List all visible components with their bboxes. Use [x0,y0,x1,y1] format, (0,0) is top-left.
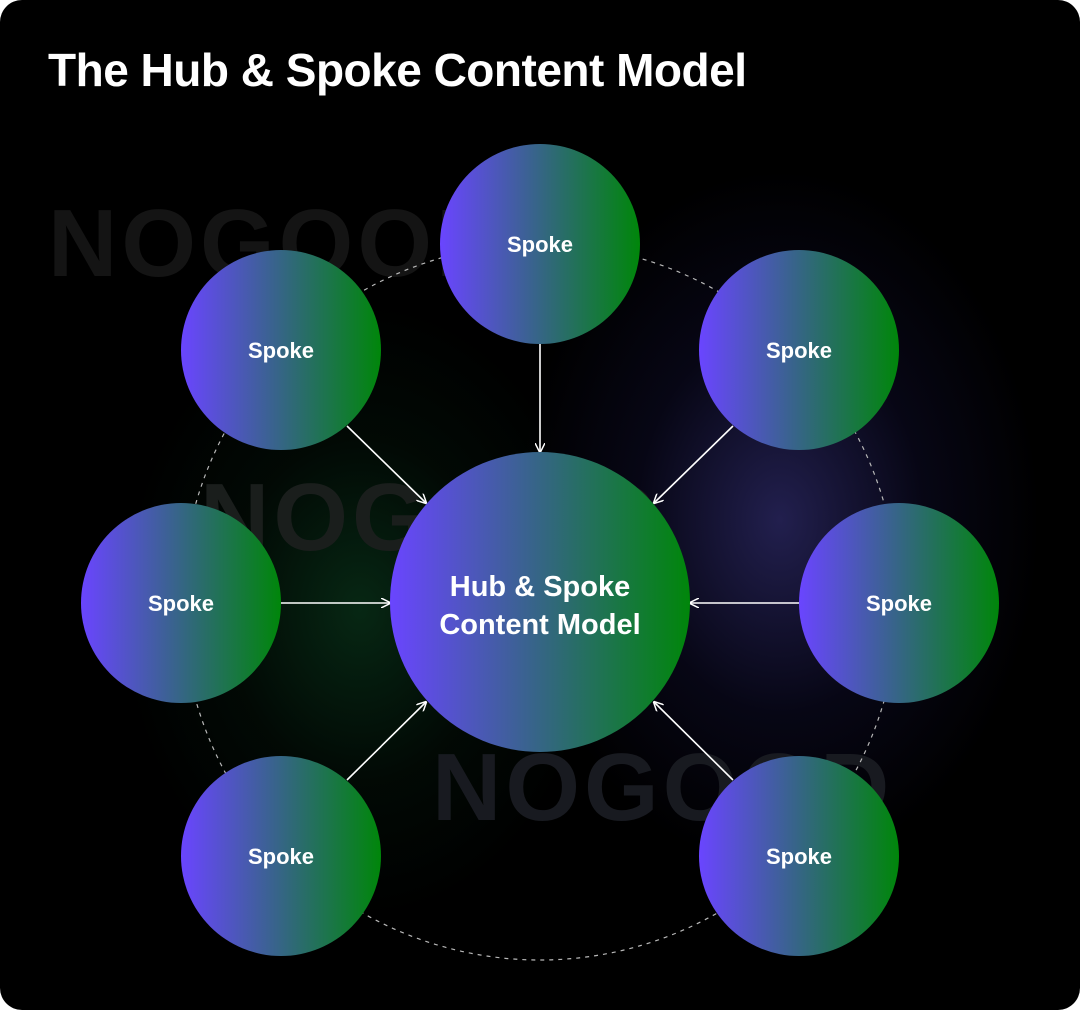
spoke-label: Spoke [248,844,314,869]
spoke-node-left: Spoke [81,503,281,703]
spoke-label: Spoke [766,844,832,869]
arrow-connector [654,425,734,503]
spoke-circle [181,756,381,956]
spoke-circle [181,250,381,450]
hub-node: Hub & Spoke Content Model [390,452,690,752]
spoke-node-top-left: Spoke [181,250,381,450]
arrow-layer [281,344,799,781]
spoke-node-bottom-left: Spoke [181,756,381,956]
spoke-circle [81,503,281,703]
spoke-label: Spoke [766,338,832,363]
spoke-circle [699,756,899,956]
spoke-node-top: Spoke [440,144,640,344]
spoke-node-right: Spoke [799,503,999,703]
diagram-title: The Hub & Spoke Content Model [48,44,747,96]
hub-circle [390,452,690,752]
arrow-connector [654,702,734,781]
arrow-connector [346,425,426,503]
spoke-circle [799,503,999,703]
spoke-label: Spoke [507,232,573,257]
spoke-label: Spoke [248,338,314,363]
spoke-circle [699,250,899,450]
spoke-label: Spoke [866,591,932,616]
hub-label-line-1: Hub & Spoke [450,571,630,603]
spoke-node-top-right: Spoke [699,250,899,450]
spoke-node-bottom-right: Spoke [699,756,899,956]
spoke-label: Spoke [148,591,214,616]
arrow-connector [346,702,426,781]
hub-label-line-2: Content Model [439,609,640,641]
spoke-circle [440,144,640,344]
